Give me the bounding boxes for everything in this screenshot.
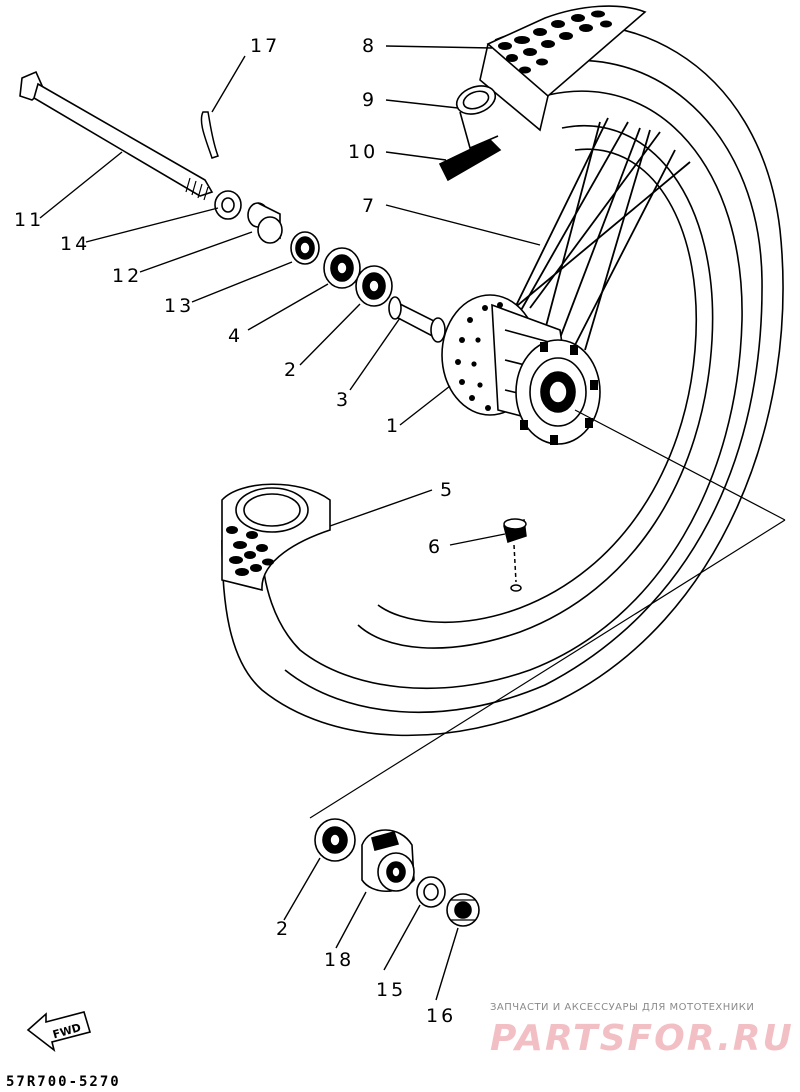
valve-cap bbox=[503, 518, 527, 592]
callout-7: 7 bbox=[362, 195, 377, 217]
callout-11: 11 bbox=[14, 209, 44, 231]
tire-tread-blocks-bottom bbox=[226, 526, 274, 576]
callout-2-lower: 2 bbox=[276, 918, 291, 940]
callout-6: 6 bbox=[428, 536, 443, 558]
meter-clutch bbox=[361, 829, 415, 892]
washer-lower bbox=[416, 876, 446, 908]
callout-10: 10 bbox=[348, 141, 378, 163]
callout-2-upper: 2 bbox=[284, 359, 299, 381]
callout-5: 5 bbox=[440, 479, 455, 501]
callout-15: 15 bbox=[376, 979, 406, 1001]
callout-16: 16 bbox=[426, 1005, 456, 1027]
bearing-lower bbox=[314, 818, 356, 862]
spokes bbox=[499, 117, 691, 351]
washer bbox=[214, 190, 242, 220]
drawing-code: 57R700-5270 bbox=[6, 1074, 121, 1090]
axle bbox=[19, 70, 214, 201]
callout-4: 4 bbox=[228, 325, 243, 347]
wheel-hub bbox=[441, 294, 601, 445]
fwd-arrow: FWD bbox=[26, 1011, 92, 1053]
rim-band bbox=[438, 139, 502, 182]
tire-top-section bbox=[438, 5, 647, 182]
callout-3: 3 bbox=[336, 389, 351, 411]
explode-guide-lines bbox=[309, 409, 786, 819]
callout-14: 14 bbox=[60, 233, 90, 255]
leader-lines bbox=[39, 45, 541, 1001]
callout-1: 1 bbox=[386, 415, 401, 437]
callout-9: 9 bbox=[362, 89, 377, 111]
tire-tread-blocks-top bbox=[498, 10, 612, 74]
bearing-left bbox=[323, 247, 361, 289]
bearing-right bbox=[355, 265, 393, 307]
spacer bbox=[388, 296, 446, 343]
collar bbox=[247, 202, 283, 244]
callout-8: 8 bbox=[362, 35, 377, 57]
callout-13: 13 bbox=[164, 295, 194, 317]
callout-17: 17 bbox=[250, 35, 280, 57]
watermark-brand: PARTSFOR.RU bbox=[490, 1018, 794, 1059]
callout-18: 18 bbox=[324, 949, 354, 971]
callout-labels: 17 8 9 10 7 11 14 12 13 4 2 3 1 5 6 2 18… bbox=[14, 35, 456, 1027]
oil-seal bbox=[290, 231, 320, 265]
watermark: ЗАПЧАСТИ И АКСЕССУАРЫ ДЛЯ МОТОТЕХНИКИ PA… bbox=[490, 1002, 794, 1059]
watermark-tagline: ЗАПЧАСТИ И АКСЕССУАРЫ ДЛЯ МОТОТЕХНИКИ bbox=[490, 1002, 754, 1013]
tire-bottom-section bbox=[221, 483, 331, 592]
axle-nut bbox=[446, 893, 480, 927]
callout-12: 12 bbox=[112, 265, 142, 287]
cotter-pin bbox=[200, 111, 219, 159]
